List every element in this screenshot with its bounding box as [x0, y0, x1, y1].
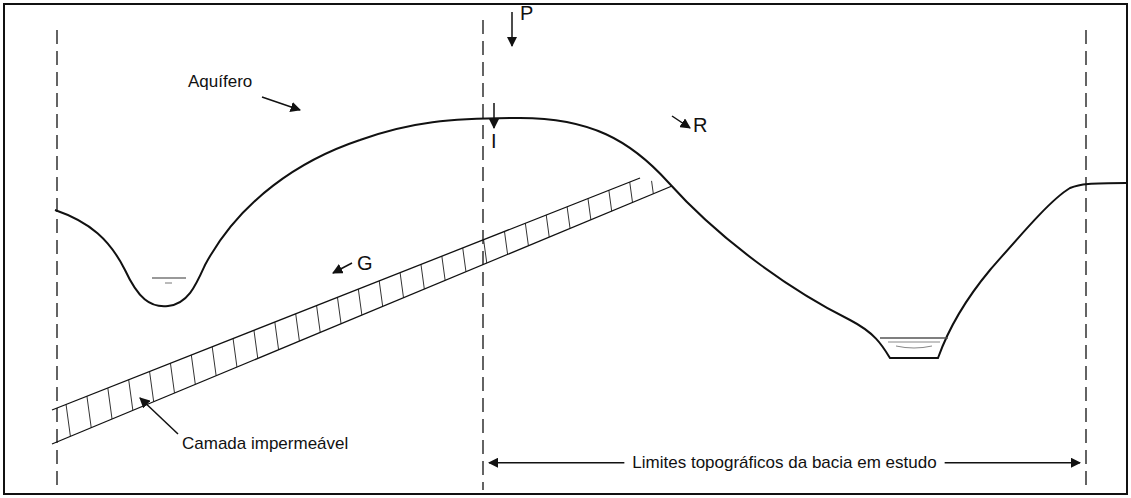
water-level [888, 342, 940, 343]
hatch-line [74, 140, 119, 470]
basin-limits-label: Limites topográficos da bacia em estudo [632, 453, 936, 473]
hatch-line [228, 140, 273, 470]
runoff-label: R [693, 114, 707, 137]
hatch-line [316, 140, 361, 470]
hatching [30, 140, 757, 470]
hatch-line [602, 140, 647, 470]
leader-line [262, 97, 300, 110]
hatch-line [514, 140, 559, 470]
dashed-limit [482, 20, 483, 490]
hatch-line [206, 140, 251, 470]
hatch-line [470, 140, 515, 470]
leader-line [140, 398, 178, 434]
hatch-line [184, 140, 229, 470]
water-level [152, 277, 186, 278]
infiltration-label: I [491, 130, 497, 153]
precipitation-label: P [520, 2, 533, 25]
hatch-line [492, 140, 537, 470]
hatch-line [272, 140, 317, 470]
water-level [165, 283, 172, 284]
groundwater-arrow [333, 263, 352, 273]
hatch-line [338, 140, 383, 470]
dashed-limit [1085, 30, 1086, 490]
runoff-arrow [672, 116, 690, 128]
hatch-line [580, 140, 625, 470]
hatch-line [536, 140, 581, 470]
extent-arrow [945, 462, 1080, 464]
infiltration-arrow [493, 103, 495, 128]
dashed-limit [56, 30, 57, 490]
water-level [896, 346, 932, 348]
layer-label: Camada impermeável [182, 434, 348, 454]
precipitation-arrow [511, 12, 513, 46]
hatch-line [690, 140, 735, 470]
hatch-line [140, 140, 185, 470]
hatch-line [250, 140, 295, 470]
groundwater-label: G [357, 252, 373, 275]
layer-edge [52, 186, 672, 444]
frame [4, 4, 1127, 494]
hatch-line [404, 140, 449, 470]
extent-arrow [489, 462, 624, 464]
hatch-line [712, 140, 757, 470]
hatch-line [646, 140, 691, 470]
hatch-line [96, 140, 141, 470]
hatch-line [558, 140, 603, 470]
water-level [880, 337, 948, 338]
hatch-line [30, 140, 75, 470]
hatch-line [382, 140, 427, 470]
hatch-line [360, 140, 405, 470]
hatch-line [52, 140, 97, 470]
hatch-line [426, 140, 471, 470]
hatch-line [448, 140, 493, 470]
terrain-profile [55, 118, 1126, 358]
aquifer-label: Aquífero [188, 72, 252, 92]
